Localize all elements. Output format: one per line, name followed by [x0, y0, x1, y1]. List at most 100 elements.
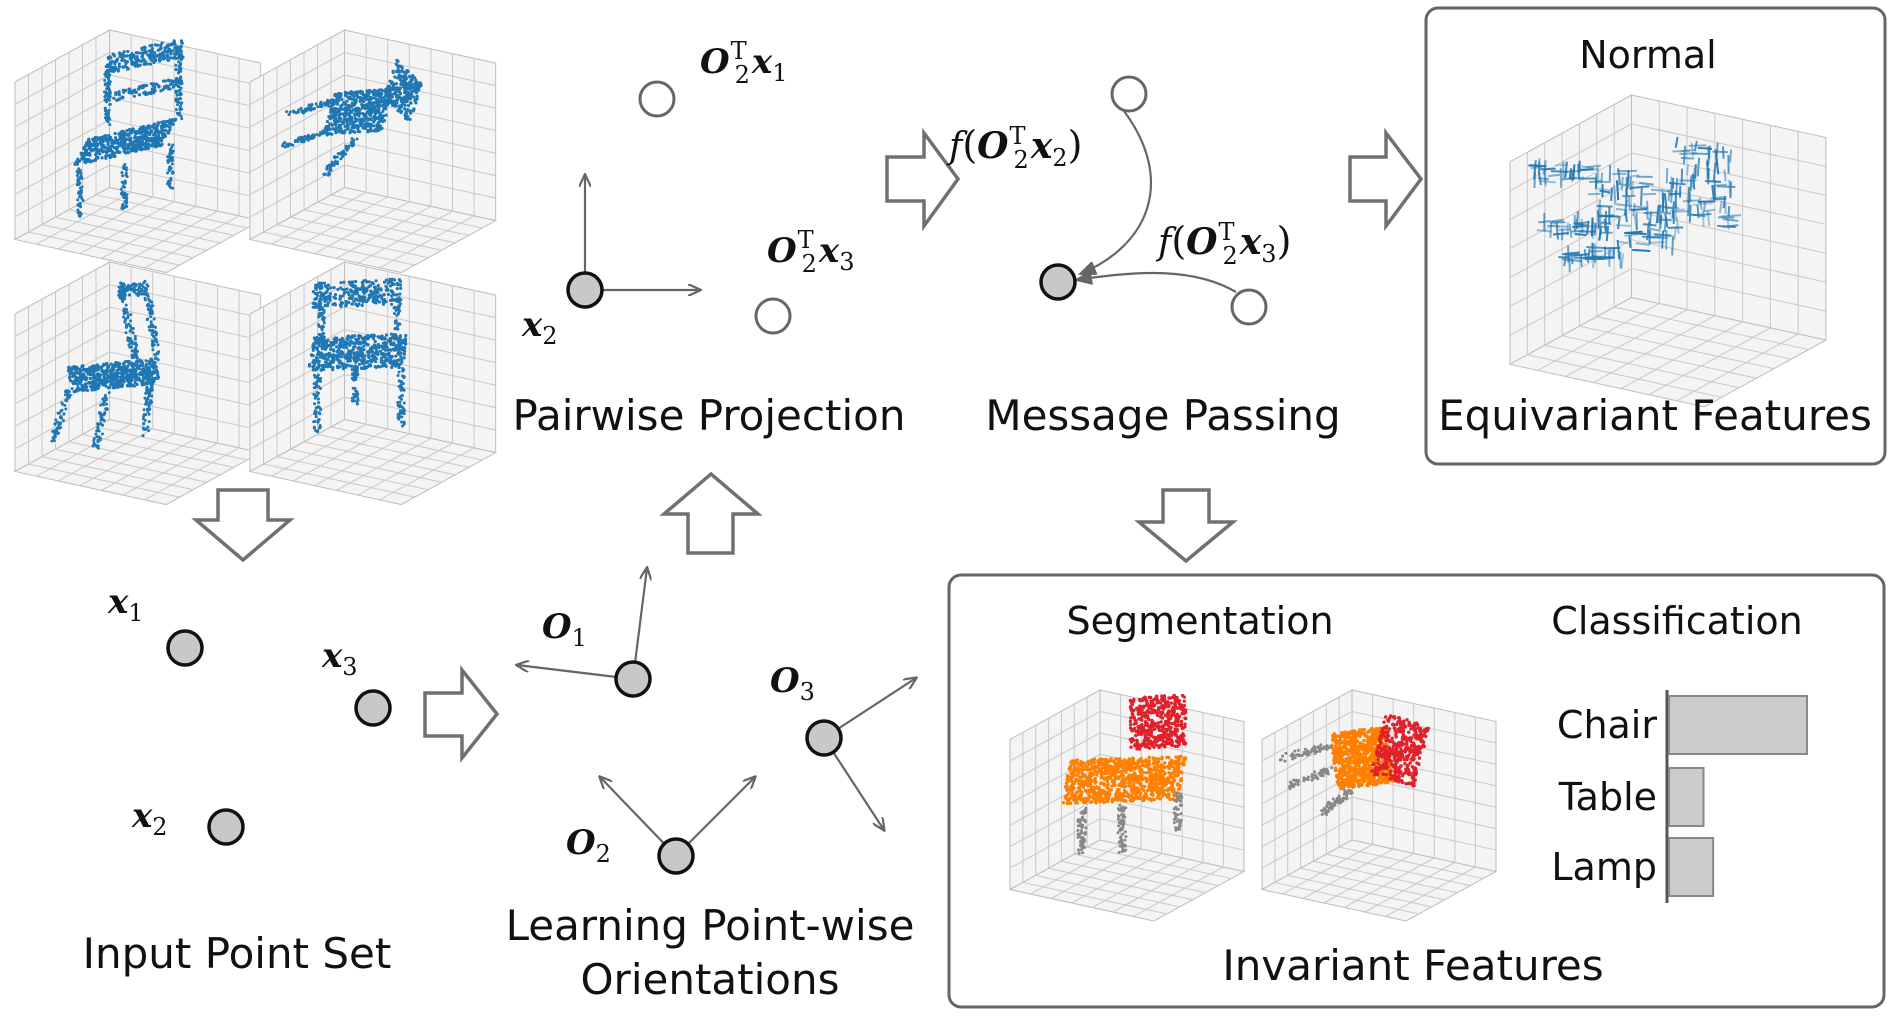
- cloud-point: [367, 280, 371, 284]
- normal-vector: [1672, 210, 1690, 213]
- cloud-point: [355, 355, 359, 359]
- cloud-point: [281, 144, 285, 148]
- cloud-point: [106, 80, 110, 84]
- cloud-point: [138, 371, 142, 375]
- cloud-point: [316, 373, 320, 377]
- cloud-point: [352, 94, 356, 99]
- cloud-point: [179, 97, 183, 101]
- cloud-point: [142, 91, 146, 95]
- cloud-point: [314, 302, 318, 306]
- cloud-point: [385, 359, 389, 363]
- cloud-point: [148, 62, 153, 66]
- normal-vector: [1549, 221, 1553, 238]
- cloud-point: [404, 76, 409, 81]
- cloud-point: [122, 307, 126, 311]
- cloud-point: [394, 82, 398, 86]
- cloud-point: [99, 437, 103, 441]
- cloud-point: [400, 415, 404, 419]
- cloud-point: [367, 88, 372, 93]
- cloud-point: [334, 99, 338, 103]
- cloud-point: [379, 112, 383, 116]
- cloud-point: [402, 421, 406, 425]
- cloud-point: [398, 279, 403, 283]
- cloud-point: [392, 312, 396, 316]
- normal-vector: [1576, 211, 1579, 230]
- cloud-point: [386, 93, 390, 97]
- cloud-point: [107, 133, 111, 138]
- cloud-point: [357, 295, 361, 299]
- cloud-point: [179, 44, 183, 48]
- cloud-point: [56, 420, 60, 424]
- cloud-point: [103, 78, 107, 82]
- cloud-point: [312, 425, 316, 429]
- cloud-point: [143, 382, 147, 386]
- cloud-point: [1183, 722, 1187, 726]
- cloud-point: [1149, 711, 1153, 715]
- cloud-point: [324, 298, 328, 302]
- normal-vector: [1715, 142, 1719, 159]
- cloud-point: [113, 65, 117, 69]
- cloud-point: [137, 360, 141, 364]
- cloud-point: [1171, 731, 1175, 735]
- cloud-point: [289, 143, 293, 147]
- cloud-point: [140, 47, 144, 51]
- cloud-point: [163, 48, 167, 52]
- cloud-point: [122, 164, 126, 168]
- cloud-point: [352, 138, 356, 142]
- cloud-point: [149, 329, 153, 333]
- cloud-point: [144, 359, 148, 363]
- normal-vector: [1664, 206, 1680, 210]
- cloud-point: [313, 107, 317, 111]
- cloud-point: [153, 43, 158, 47]
- cloud-point: [352, 112, 357, 116]
- proj-point-x3: [754, 297, 792, 335]
- cloud-point: [398, 342, 402, 346]
- cloud-point: [142, 292, 146, 296]
- cloud-point: [398, 334, 402, 338]
- cloud-point: [351, 280, 355, 284]
- cloud-point: [124, 61, 128, 66]
- cloud-point: [170, 82, 174, 86]
- cloud-point: [133, 342, 137, 346]
- cloud-point: [126, 142, 130, 147]
- cloud-point: [117, 93, 121, 97]
- cloud-point: [174, 56, 178, 60]
- cloud-point: [318, 426, 322, 430]
- cloud-point: [347, 293, 351, 297]
- cloud-point: [363, 366, 367, 371]
- cloud-point: [95, 136, 99, 140]
- cloud-point: [333, 115, 337, 119]
- cloud-point: [129, 313, 133, 317]
- cloud-point: [53, 422, 57, 426]
- cloud-point: [176, 84, 181, 89]
- cloud-point: [105, 68, 109, 72]
- cloud-point: [373, 365, 377, 369]
- cloud-point: [104, 396, 108, 400]
- cloud-point: [373, 339, 377, 344]
- cloud-point: [322, 101, 326, 105]
- cloud-point: [351, 108, 355, 112]
- cloud-point: [86, 388, 90, 393]
- cloud-point: [168, 152, 172, 156]
- cloud-point: [387, 339, 392, 343]
- cloud-point: [361, 111, 365, 116]
- cloud-point: [156, 343, 160, 347]
- cloud-point: [353, 364, 358, 368]
- cloud-point: [142, 57, 146, 61]
- cloud-point: [79, 176, 83, 180]
- cloud-point: [370, 90, 374, 94]
- cloud-point: [140, 141, 144, 145]
- cloud-point: [137, 51, 141, 55]
- cloud-point: [101, 383, 105, 387]
- cloud-point: [346, 91, 350, 95]
- normal-vector: [1596, 180, 1611, 184]
- cloud-point: [170, 118, 174, 122]
- cloud-point: [156, 135, 160, 140]
- cloud-point: [127, 360, 131, 364]
- cloud-point: [154, 368, 158, 373]
- cloud-point: [372, 129, 376, 133]
- cloud-point: [395, 299, 399, 303]
- cloud-point: [95, 150, 99, 155]
